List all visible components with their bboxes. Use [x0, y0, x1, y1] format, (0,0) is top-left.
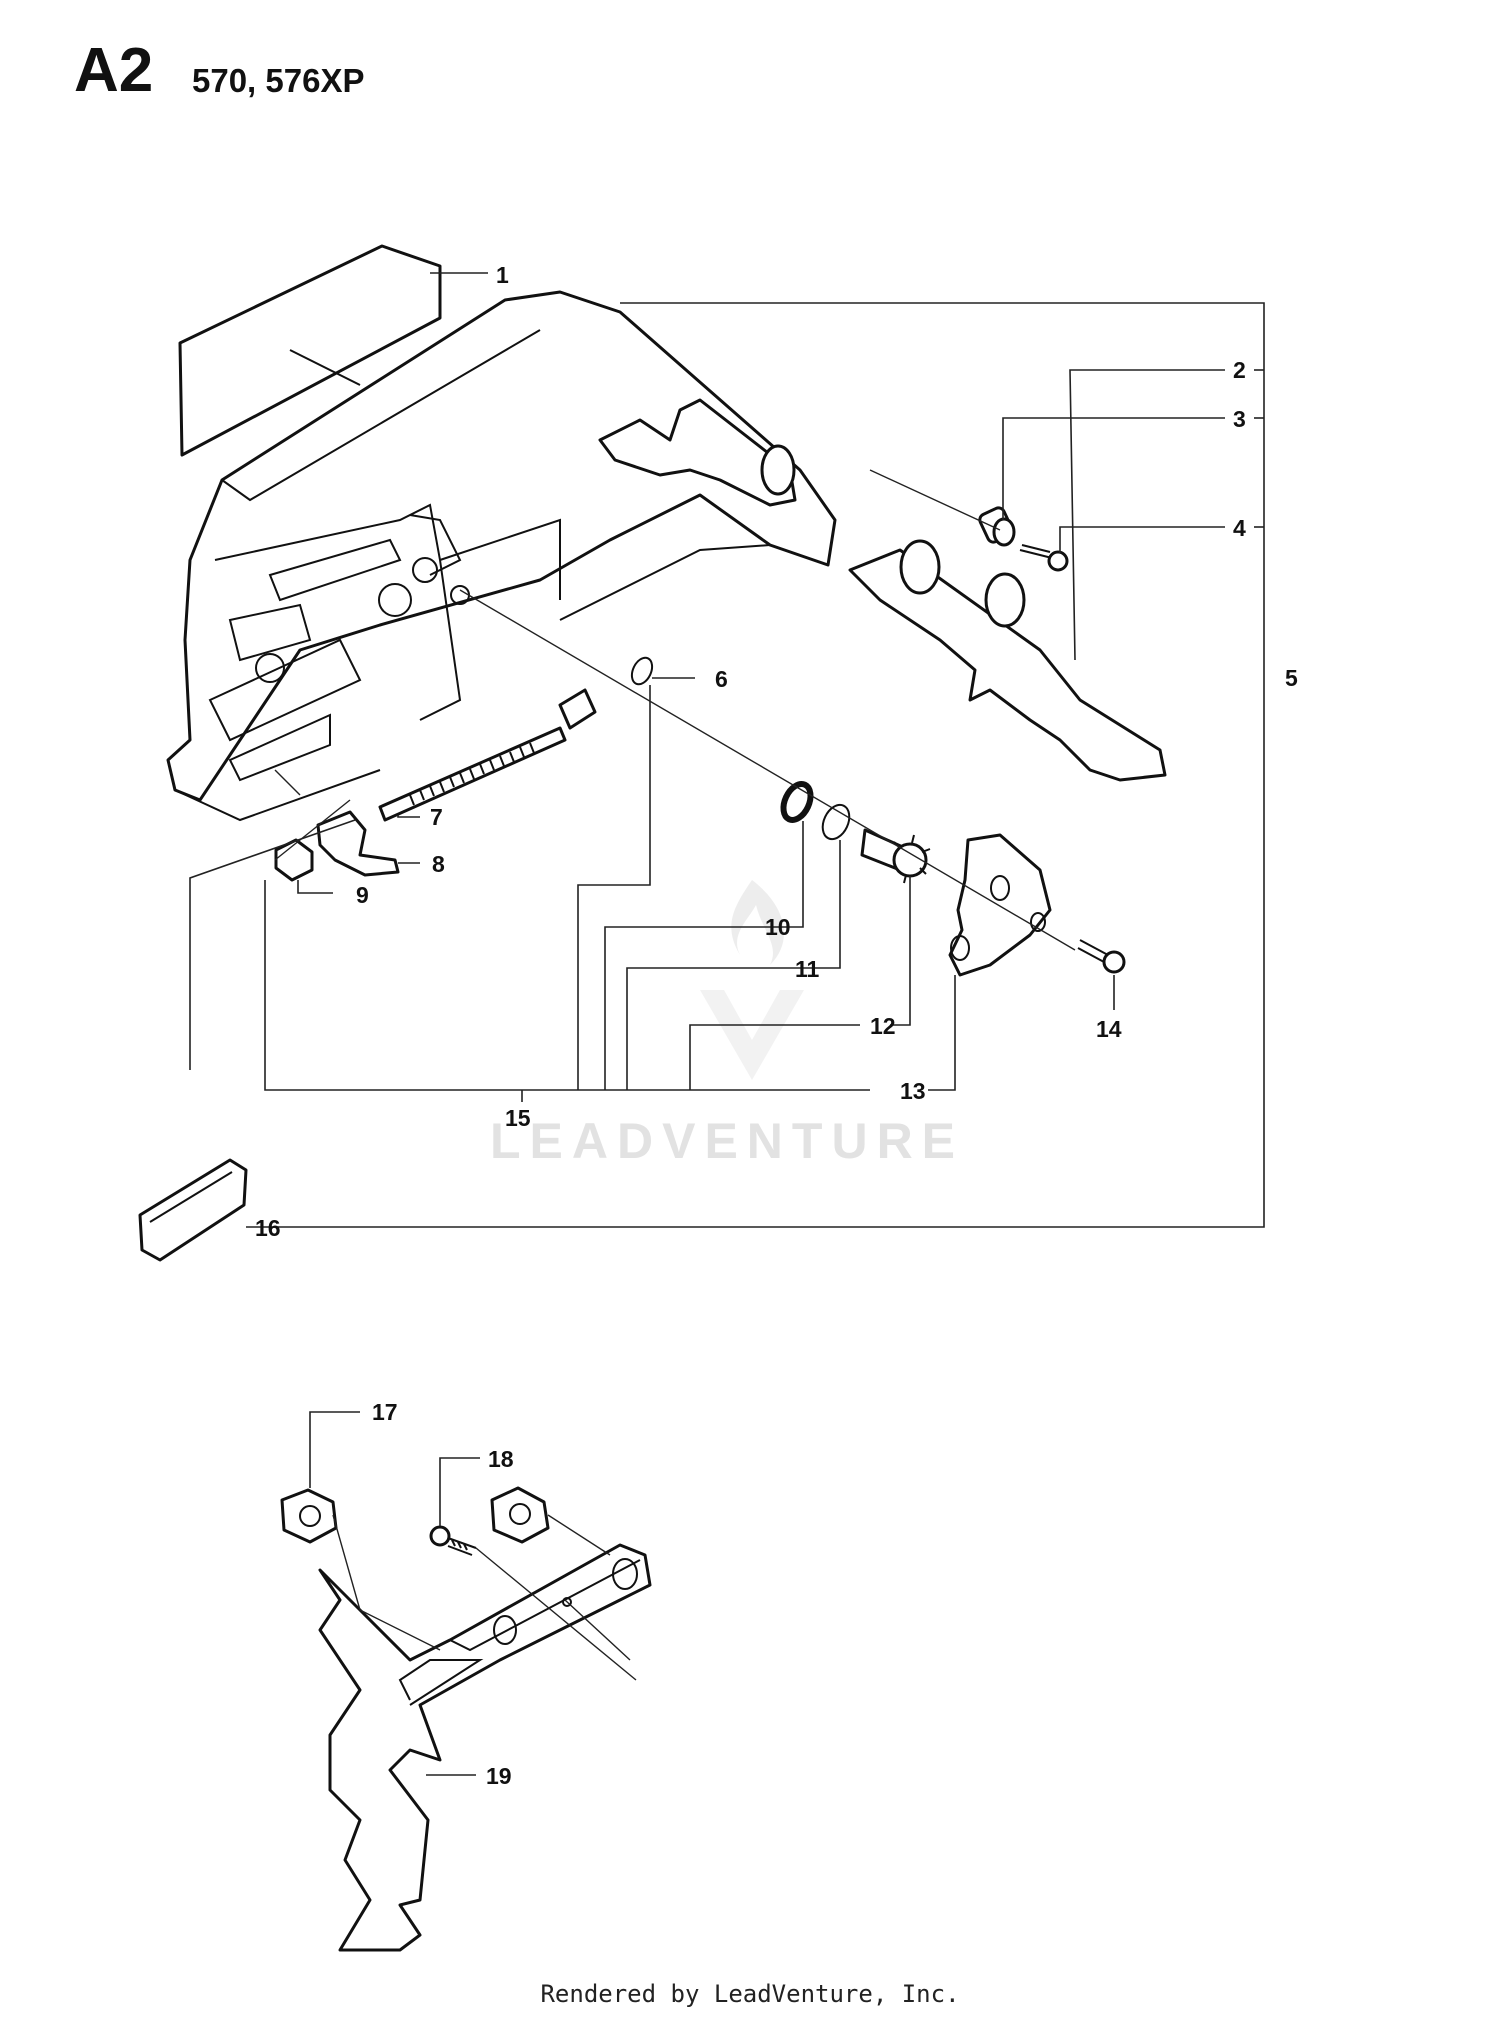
part-18-bolt	[429, 1525, 477, 1556]
callout-12: 12	[870, 1013, 896, 1039]
part-13-side-plate	[948, 833, 1052, 977]
leader-lines	[189, 272, 1265, 1776]
part-7-tensioner-screw	[378, 688, 597, 822]
part-19-bumper	[318, 1543, 652, 1952]
callout-labels: 1 2 3 4 5 6 7 8 9 10 11 12 13 14 15 16 1…	[255, 262, 1298, 1789]
part-12-gear	[860, 828, 931, 884]
callout-15: 15	[505, 1105, 531, 1131]
watermark-text: LEADVENTURE	[490, 1113, 965, 1169]
callout-19: 19	[486, 1763, 512, 1789]
callout-13: 13	[900, 1078, 926, 1104]
part-1-decal	[178, 244, 442, 457]
callout-11: 11	[795, 956, 820, 982]
callout-14: 14	[1096, 1016, 1122, 1042]
model-list: 570, 576XP	[192, 62, 365, 99]
section-code: A2	[74, 36, 154, 105]
part-11-washer	[821, 803, 851, 841]
callout-9: 9	[356, 882, 369, 908]
part-17-nut	[280, 1488, 338, 1544]
cover-rail	[598, 398, 797, 507]
callout-7: 7	[430, 804, 443, 830]
part-14-screw	[1077, 939, 1126, 974]
part-6-washer	[630, 656, 654, 686]
callout-2: 2	[1233, 357, 1246, 383]
assembly-axes	[274, 469, 1076, 1681]
bracket-nut	[490, 1486, 550, 1544]
callout-16: 16	[255, 1215, 281, 1241]
callout-3: 3	[1233, 406, 1246, 432]
callout-17: 17	[372, 1399, 398, 1425]
part-5-clutch-cover	[166, 290, 837, 822]
callout-10: 10	[765, 914, 791, 940]
part-3-sleeve	[978, 506, 1016, 547]
callout-18: 18	[488, 1446, 514, 1472]
callout-5: 5	[1285, 665, 1298, 691]
callout-1: 1	[496, 262, 509, 288]
watermark-logo	[700, 880, 804, 1080]
callout-8: 8	[432, 851, 445, 877]
part-16-pad	[138, 1158, 248, 1262]
footer-credit: Rendered by LeadVenture, Inc.	[540, 1980, 960, 2008]
part-4-screw	[1019, 544, 1069, 572]
part-10-o-ring	[780, 781, 814, 823]
callout-4: 4	[1233, 515, 1246, 541]
part-2-bracket	[848, 539, 1167, 782]
part-8-tensioner-nut	[316, 810, 400, 877]
callout-6: 6	[715, 666, 728, 692]
